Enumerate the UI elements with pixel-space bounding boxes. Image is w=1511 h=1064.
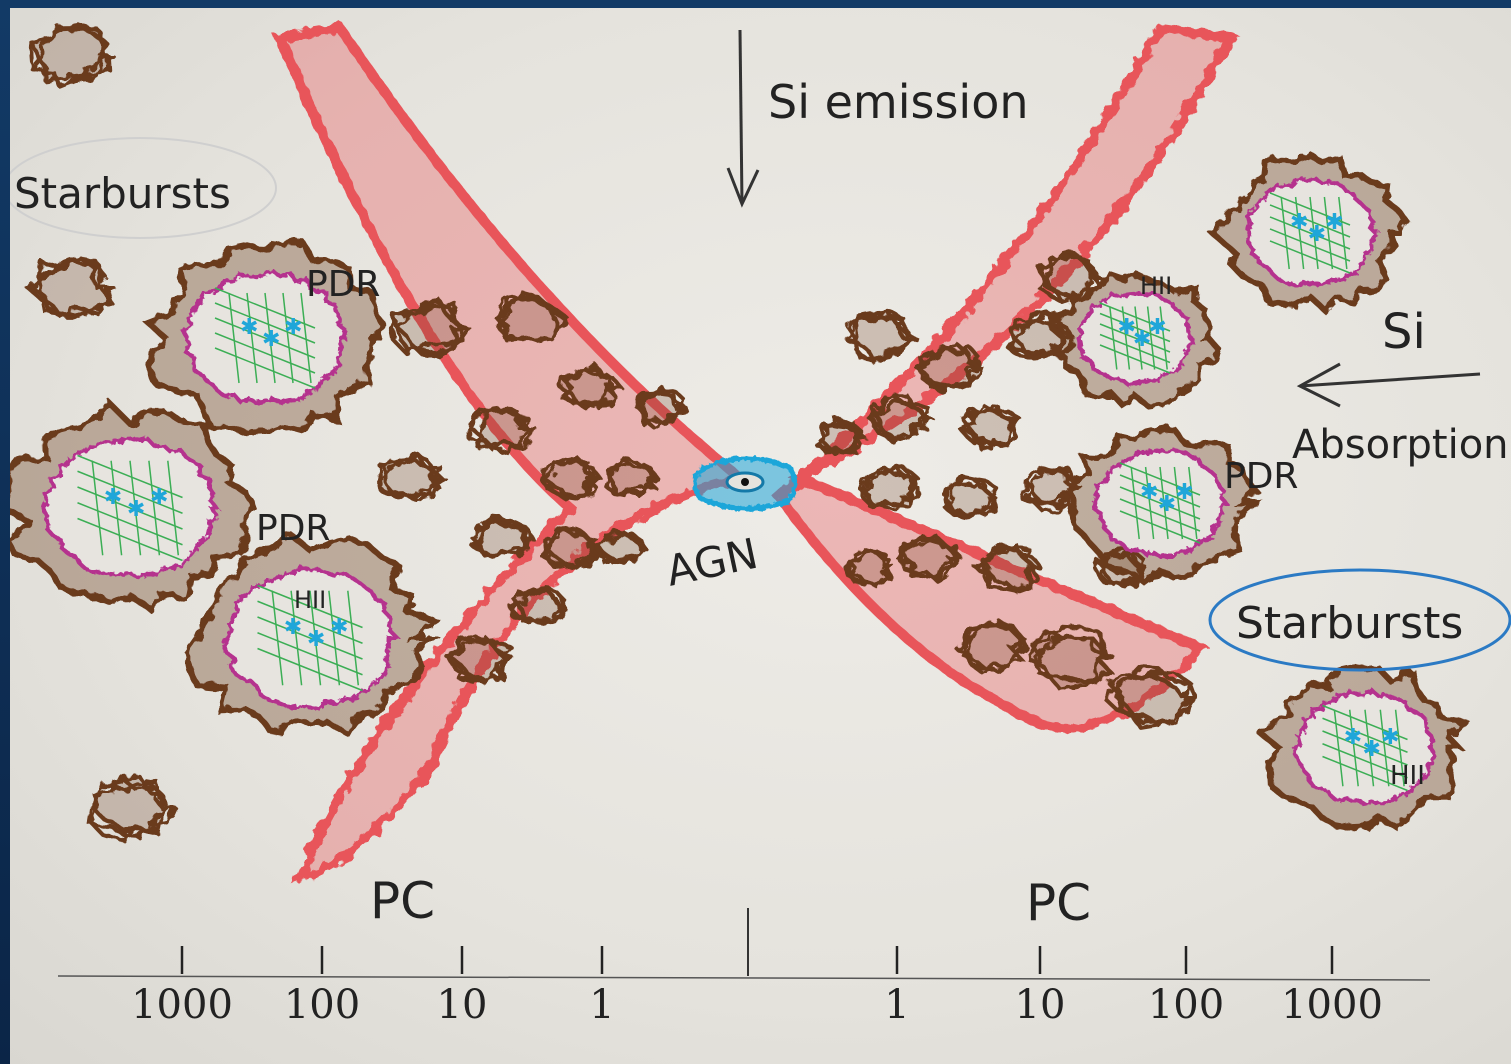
dust-clump — [945, 477, 997, 517]
star-icon: ✱ — [150, 485, 168, 510]
star-icon: ✱ — [240, 315, 258, 340]
dust-clump — [960, 405, 1019, 451]
dust-clump — [845, 312, 915, 362]
dust-clump — [859, 466, 918, 510]
star-icon: ✱ — [284, 615, 302, 640]
starburst-top-right: ✱✱✱ — [1212, 155, 1405, 310]
si-emission-arrow — [728, 30, 758, 204]
star-icon: ✱ — [1344, 725, 1362, 750]
scale-tick-label-right: 1 — [884, 982, 909, 1028]
hii-upper-right-label: HII — [1140, 272, 1172, 300]
hii-right-label: HII — [1390, 761, 1425, 791]
absorption-label: Absorption — [1292, 422, 1509, 468]
star-icon: ✱ — [1175, 480, 1193, 505]
agn-label: AGN — [662, 529, 762, 596]
dust-clump — [599, 531, 645, 565]
si-absorption-arrow — [1300, 364, 1480, 406]
star-icon: ✱ — [307, 627, 325, 652]
star-icon: ✱ — [104, 485, 122, 510]
pdr-right-label: PDR — [1224, 456, 1298, 497]
si-label: Si — [1382, 304, 1426, 360]
dust-clump — [28, 257, 114, 317]
scale-tick-label-left: 1 — [589, 982, 614, 1028]
scale-tick-label-left: 1000 — [131, 982, 233, 1028]
si-emission-label: Si emission — [768, 75, 1029, 129]
star-icon: ✱ — [1325, 210, 1343, 235]
agn-dot — [741, 478, 749, 486]
scale-tick-label-left: 100 — [284, 982, 360, 1028]
scale-axis-line — [58, 976, 1430, 980]
scale-tick-label-right: 10 — [1015, 982, 1066, 1028]
star-icon: ✱ — [1381, 725, 1399, 750]
star-icon: ✱ — [262, 327, 280, 352]
star-icon: ✱ — [1140, 480, 1158, 505]
scale-tick-label-right: 1000 — [1281, 982, 1383, 1028]
star-icon: ✱ — [1158, 492, 1176, 517]
dust-clump — [510, 588, 565, 623]
paper-sheet: ✱✱✱✱✱✱✱✱✱✱✱✱✱✱✱✱✱✱✱✱✱ Si emission Si Abs… — [10, 8, 1511, 1064]
dust-clump — [31, 25, 112, 87]
scale-tick-label-right: 100 — [1148, 982, 1224, 1028]
dust-clump — [379, 454, 444, 500]
scale-bar: PC PC 1000 100 10 1 1 10 100 1000 — [58, 872, 1430, 1028]
star-icon: ✱ — [284, 315, 302, 340]
hii-left-label: HII — [294, 586, 326, 614]
star-icon: ✱ — [1362, 737, 1380, 762]
starburst-bottom-right: ✱✱✱ — [1262, 667, 1463, 828]
star-icon: ✱ — [330, 615, 348, 640]
pdr-top-left-label: PDR — [306, 264, 380, 305]
outflow-cones — [280, 28, 1230, 878]
star-icon: ✱ — [1290, 210, 1308, 235]
diagram-canvas: ✱✱✱✱✱✱✱✱✱✱✱✱✱✱✱✱✱✱✱✱✱ Si emission Si Abs… — [10, 8, 1511, 1064]
scale-ticks-left: 1000 100 10 1 — [131, 946, 615, 1028]
dust-clump — [89, 777, 175, 840]
dust-clump — [473, 516, 532, 556]
outflow-cone-left — [280, 28, 740, 878]
scale-tick-label-left: 10 — [437, 982, 488, 1028]
scale-ticks-right: 1 10 100 1000 — [884, 946, 1383, 1028]
star-icon: ✱ — [1148, 315, 1166, 340]
pc-right-label: PC — [1026, 874, 1091, 932]
starbursts-right-label: Starbursts — [1236, 598, 1463, 649]
starbursts-left-label: Starbursts — [14, 169, 231, 218]
starburst-mid-left: ✱✱✱ — [10, 404, 254, 609]
star-icon: ✱ — [127, 497, 145, 522]
agn-core — [695, 458, 795, 508]
pc-left-label: PC — [370, 872, 435, 930]
pdr-mid-left-label: PDR — [256, 508, 330, 549]
star-icon: ✱ — [1308, 222, 1326, 247]
